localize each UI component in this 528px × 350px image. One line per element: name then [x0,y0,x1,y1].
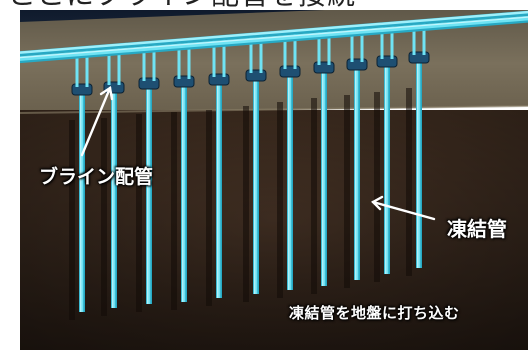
freezing-pipe-diagram: ブライン配管 凍結管 凍結管を地盤に打ち込む [20,10,528,350]
brine-arrow [80,86,112,157]
freeze-arrow-head [371,195,384,211]
freezing-pipe-label: 凍結管 [447,217,507,241]
pipe-clamp [138,77,160,90]
heading-strip: ここにブライン配管を接続 [0,0,528,10]
ground-edge-line [20,105,528,114]
freezing-pipes [79,58,422,312]
page-heading: ここにブライン配管を接続 [8,0,356,10]
callout-arrows [80,85,436,221]
pipe-clamp [346,58,368,71]
pipe-clamp [173,75,195,88]
brine-pipe-label: ブライン配管 [39,166,154,188]
brine-arrow-head [99,85,114,101]
pipe-clamp [279,65,301,78]
pipe-clamp [408,51,430,64]
pipe-clamp [313,61,335,74]
pipe-clamp [245,69,267,82]
pipe-shadows [69,88,412,320]
freeze-arrow [371,200,436,221]
pipe-clamp [376,55,398,68]
pipe-clamp [71,83,93,96]
pipe-clamp [208,73,230,86]
caption-text: 凍結管を地盤に打ち込む [289,304,460,322]
scene-illustration [20,10,528,350]
brine-header-pipes [20,10,528,64]
